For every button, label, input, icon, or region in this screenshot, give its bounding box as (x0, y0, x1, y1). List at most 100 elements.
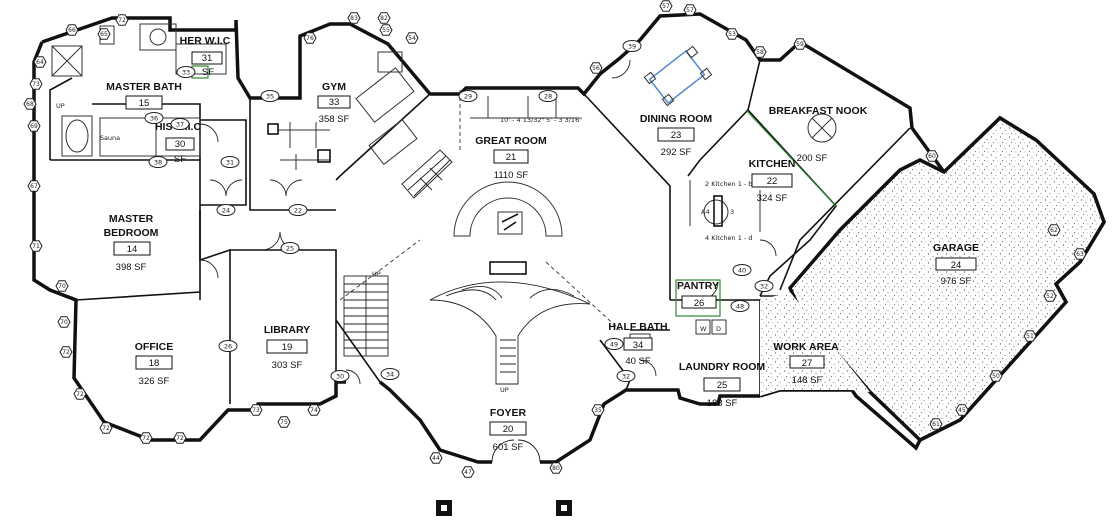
window-tag (303, 32, 317, 44)
door-tag-label: 28 (544, 92, 552, 100)
dimension-right: 5' - 3 3/16" (546, 116, 582, 124)
window-tag (27, 120, 41, 132)
door-tag-label: 30 (336, 372, 344, 380)
window-tag-label: 44 (432, 455, 440, 462)
door-tag (220, 156, 240, 168)
room-name: FOYER (490, 407, 527, 419)
room-name: GREAT ROOM (475, 135, 547, 147)
window-tag (277, 416, 291, 428)
window-tag-label: 58 (756, 49, 764, 56)
window-tag (589, 62, 603, 74)
window-tag (793, 38, 807, 50)
window-tag (989, 370, 1003, 382)
curved-bar (453, 181, 563, 237)
window-tag-label: 35 (594, 407, 602, 414)
window-tag-label: 57 (662, 3, 670, 10)
svg-text:3: 3 (730, 208, 734, 216)
window-tag-label: 47 (464, 469, 472, 476)
dryer (711, 319, 727, 335)
window-tag-label: 72 (142, 435, 150, 442)
window-tag (725, 28, 739, 40)
up-label-bath: UP (56, 102, 65, 110)
window-tag-label: 69 (30, 123, 38, 130)
door-tag-label: 31 (226, 158, 234, 166)
window-tag-label: 62 (1050, 227, 1058, 234)
door-tag-label: 26 (224, 342, 232, 350)
window-tag-label: 63 (1076, 251, 1084, 258)
window-tag-label: 73 (252, 407, 260, 414)
window-tag (115, 14, 129, 26)
room-number: 26 (694, 298, 705, 309)
window-tag-label: 70 (58, 283, 66, 290)
window-tag (1047, 224, 1061, 236)
svg-text:D: D (716, 325, 721, 333)
window-tag (753, 46, 767, 58)
room-area: 358 SF (319, 114, 350, 125)
room-name: GYM (322, 81, 346, 93)
room-area: 601 SF (493, 442, 524, 453)
room-half-bath: HALF BATH 34 40 SF (608, 321, 667, 367)
room-name: PANTRY (677, 280, 719, 292)
room-office: OFFICE 18 326 SF (135, 341, 174, 387)
window-tag (549, 462, 563, 474)
room-master-bedroom: MASTER BEDROOM 14 398 SF (104, 213, 159, 273)
window-tag (57, 316, 71, 328)
garage-floor (787, 115, 1106, 443)
room-dining-room: DINING ROOM 23 292 SF (640, 113, 713, 158)
door-tag-label: 33 (182, 68, 190, 76)
washer (695, 319, 711, 335)
door-tag (260, 90, 280, 102)
window-tag (461, 466, 475, 478)
room-name: MASTER BATH (106, 81, 182, 93)
window-tag (139, 432, 153, 444)
room-area: SF (174, 154, 186, 165)
window-tag-label: 76 (306, 35, 314, 42)
room-name: BREAKFAST NOOK (769, 105, 868, 117)
window-tag-label: 51 (1026, 333, 1034, 340)
room-number: 31 (202, 53, 213, 64)
window-tag (659, 0, 673, 12)
door-tag (732, 264, 752, 276)
room-area: 1110 SF (494, 170, 529, 181)
window-tag-label: 54 (408, 35, 416, 42)
window-tag-label: 64 (36, 59, 44, 66)
up-label-stair: UP (372, 270, 381, 278)
window-tag (929, 418, 943, 430)
room-area: 303 SF (272, 360, 303, 371)
window-tag-label: 55 (382, 27, 390, 34)
room-number: 21 (506, 152, 517, 163)
window-tag (1023, 330, 1037, 342)
door-tag-label: 35 (266, 92, 274, 100)
door-tag (330, 370, 350, 382)
room-name: LIBRARY (264, 324, 310, 336)
window-tag (59, 346, 73, 358)
door-tag (176, 66, 196, 78)
door-tag (538, 90, 558, 102)
window-tag (27, 180, 41, 192)
window-tag-label: 56 (592, 65, 600, 72)
window-tag-label: 80 (552, 465, 560, 472)
door-tag (380, 368, 400, 380)
window-tag (249, 404, 263, 416)
window-tag-label: 75 (280, 419, 288, 426)
window-tag-label: 45 (958, 407, 966, 414)
door-tag (730, 300, 750, 312)
window-tag-label: 61 (932, 421, 940, 428)
window-tag-label: 72 (62, 349, 70, 356)
window-tag (377, 12, 391, 24)
door-tag (218, 340, 238, 352)
room-area: 292 SF (661, 147, 692, 158)
door-tag-label: 32 (622, 372, 630, 380)
window-tag-label: 52 (1046, 293, 1054, 300)
door-tag-label: 48 (736, 302, 744, 310)
window-tag-label: 82 (380, 15, 388, 22)
room-name: DINING ROOM (640, 113, 713, 125)
window-tag (33, 56, 47, 68)
dining-table (643, 45, 713, 107)
room-number: 33 (329, 97, 340, 108)
door-tag-label: 34 (386, 370, 394, 378)
window-tag (429, 452, 443, 464)
room-area: 40 SF (625, 356, 651, 367)
